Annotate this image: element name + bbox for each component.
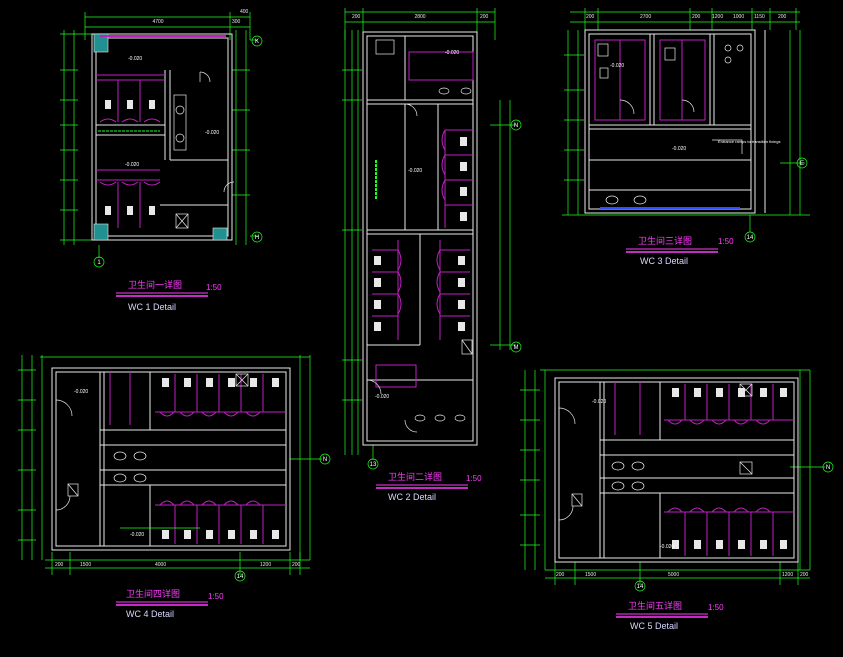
wc2-plan: N M 13 200 2800 200 -0.020 -0.020 -0.020… <box>342 8 522 502</box>
wc1-caption-cn: 卫生间一详图 <box>128 279 182 290</box>
wc4-caption-cn: 卫生间四详图 <box>126 588 180 599</box>
wc3-dim-b: 2700 <box>640 14 651 20</box>
wc5-dim-b: 1500 <box>585 572 596 578</box>
wc3-note: Entrance ramps to transition fixings <box>718 139 780 144</box>
wc1-scale: 1:50 <box>206 283 222 292</box>
wc4-dim-a: 200 <box>55 562 64 568</box>
wc1-level-bottom: -0.020 <box>125 162 139 168</box>
wc2-caption-cn: 卫生间二详图 <box>388 471 442 482</box>
wc4-plan: N 14 200 1500 4000 1200 200 -0.020 -0.02… <box>18 355 331 619</box>
wc4-level-top: -0.020 <box>74 389 88 395</box>
wc1-level-mid: -0.020 <box>205 130 219 136</box>
wc2-dim-a: 200 <box>352 14 361 20</box>
wc3-plan: E 14 200 2700 200 1200 1000 1150 200 -0.… <box>562 8 810 266</box>
wc4-level-bottom: -0.020 <box>130 532 144 538</box>
wc5-plan: N 14 200 1500 5000 1200 200 -0.020 -0.02… <box>520 369 834 631</box>
wc1-grid-1: 1 <box>97 260 101 266</box>
wc3-level-mid: -0.020 <box>672 146 686 152</box>
wc5-level-top: -0.020 <box>592 399 606 405</box>
wc2-grid-m: M <box>514 345 519 351</box>
wc1-dim-width: 4700 <box>152 19 163 25</box>
wc3-caption-en: WC 3 Detail <box>640 256 688 266</box>
wc3-caption-cn: 卫生间三详图 <box>638 235 692 246</box>
wc1-dim-a: 300 <box>232 19 241 25</box>
wc1-grid-h: H <box>255 235 259 241</box>
wc5-caption-cn: 卫生间五详图 <box>628 600 682 611</box>
wc3-dim-a: 200 <box>586 14 595 20</box>
wc4-scale: 1:50 <box>208 592 224 601</box>
wc4-grid-14: 14 <box>237 574 244 580</box>
wc1-grid-k: K <box>255 39 259 45</box>
wc2-level-mid: -0.020 <box>408 168 422 174</box>
wc4-dim-e: 200 <box>292 562 301 568</box>
wc3-grid-14: 14 <box>747 235 754 241</box>
wc2-level-top: -0.020 <box>445 50 459 56</box>
wc3-dim-g: 200 <box>778 14 787 20</box>
wc4-grid-n: N <box>323 457 327 463</box>
wc3-dim-e: 1000 <box>733 14 744 20</box>
wc2-caption-en: WC 2 Detail <box>388 492 436 502</box>
wc4-dim-b: 1500 <box>80 562 91 568</box>
wc5-caption-en: WC 5 Detail <box>630 621 678 631</box>
wc3-grid-e: E <box>800 161 804 167</box>
wc5-scale: 1:50 <box>708 603 724 612</box>
wc3-level-top: -0.020 <box>610 63 624 69</box>
wc5-grid-14: 14 <box>637 584 644 590</box>
wc4-dim-d: 1200 <box>260 562 271 568</box>
wc5-dim-a: 200 <box>556 572 565 578</box>
wc2-dim-c: 200 <box>480 14 489 20</box>
wc5-grid-n: N <box>826 465 830 471</box>
wc3-dim-c: 200 <box>692 14 701 20</box>
wc1-level-top: -0.020 <box>128 56 142 62</box>
wc2-grid-n: N <box>514 123 518 129</box>
wc5-dim-d: 1200 <box>782 572 793 578</box>
wc2-dim-b: 2800 <box>414 14 425 20</box>
wc5-dim-c: 5000 <box>668 572 679 578</box>
wc4-caption-en: WC 4 Detail <box>126 609 174 619</box>
wc2-level-bottom: -0.020 <box>375 394 389 400</box>
wc2-grid-13: 13 <box>370 462 377 468</box>
wc1-dim-b: 400 <box>240 9 249 15</box>
wc1-plan: K H 1 4700 300 400 -0.020 -0.020 -0.020 … <box>60 9 263 312</box>
wc5-level-bottom: -0.020 <box>660 544 674 550</box>
wc3-dim-f: 1150 <box>754 14 765 20</box>
wc1-caption-en: WC 1 Detail <box>128 302 176 312</box>
wc2-scale: 1:50 <box>466 474 482 483</box>
wc5-dim-e: 200 <box>800 572 809 578</box>
wc4-dim-c: 4000 <box>155 562 166 568</box>
wc3-dim-d: 1200 <box>712 14 723 20</box>
wc3-scale: 1:50 <box>718 237 734 246</box>
